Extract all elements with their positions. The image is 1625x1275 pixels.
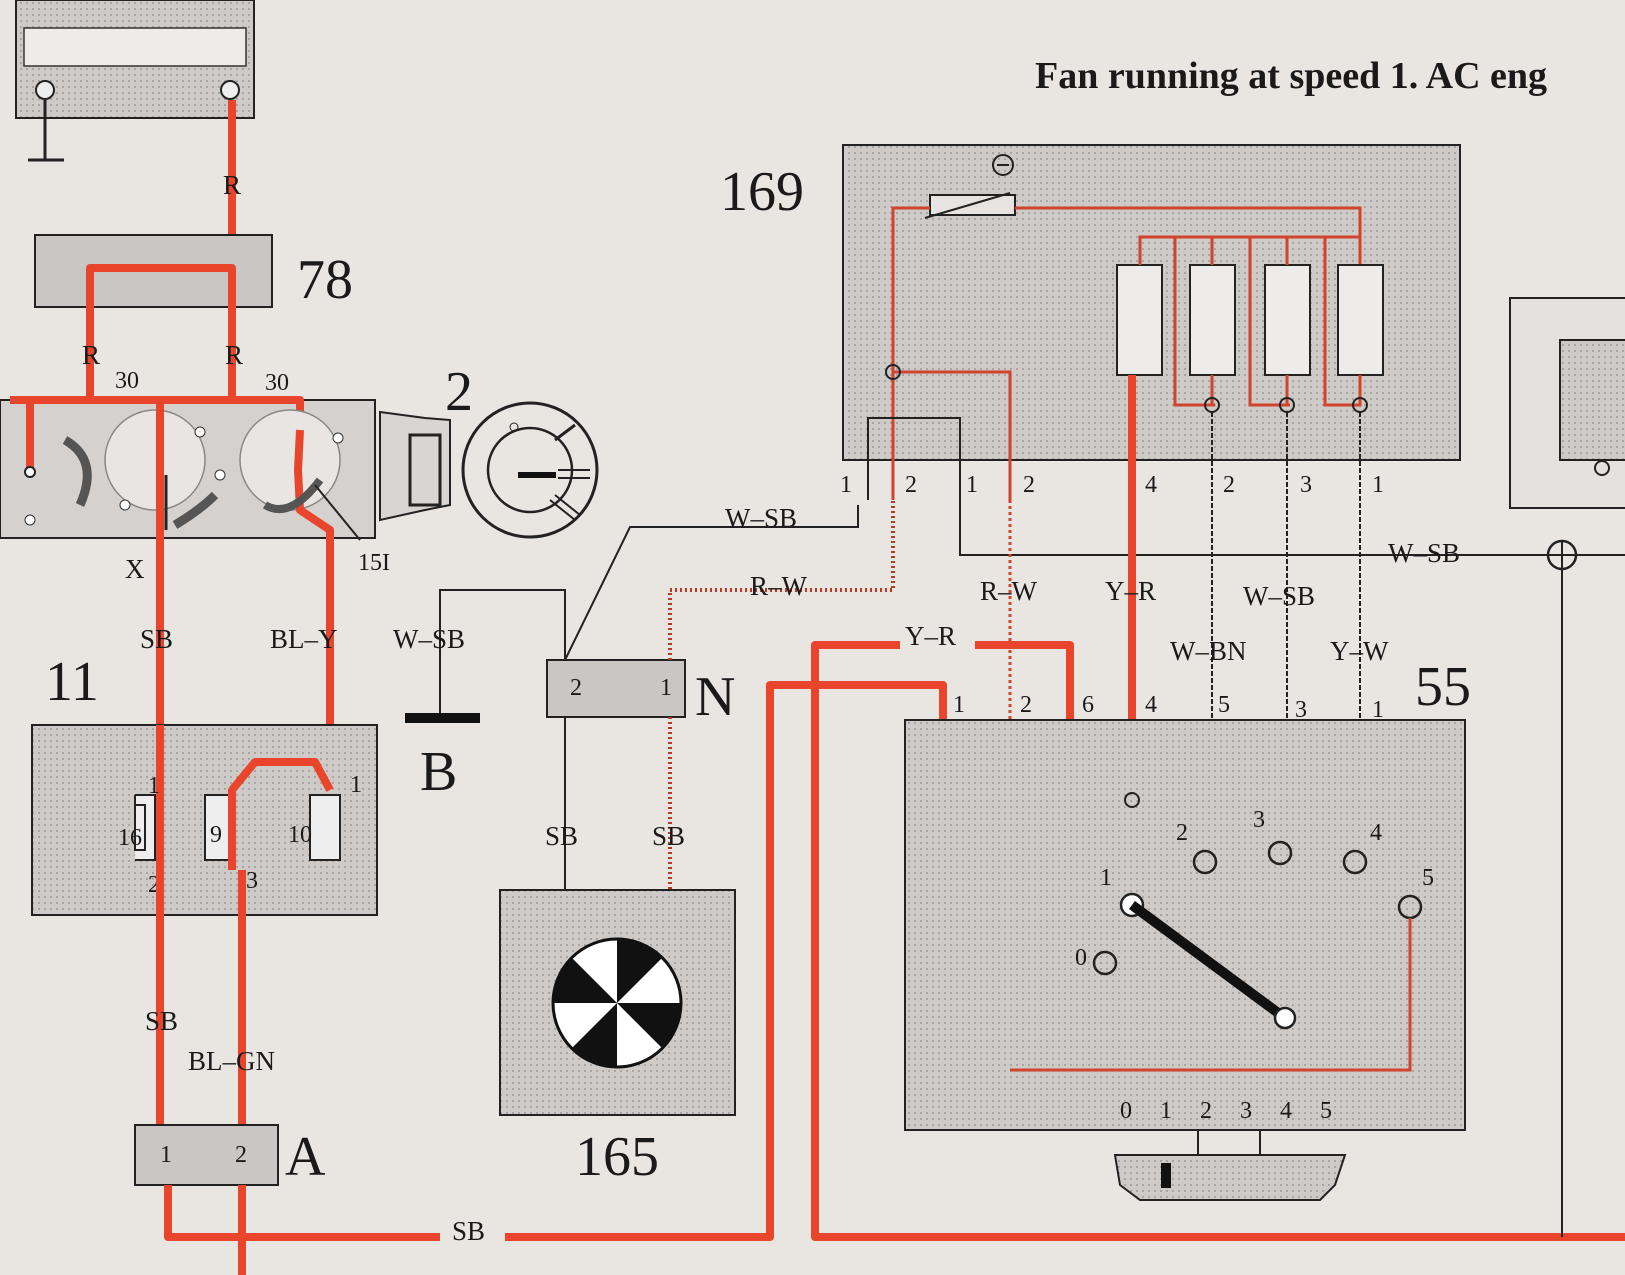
- label-bl-gn: BL–GN: [188, 1046, 275, 1076]
- pin-169-4: 4: [1145, 472, 1157, 498]
- scale-1: 1: [1160, 1098, 1172, 1124]
- label-wsb-169: W–SB: [1243, 581, 1315, 611]
- scale-3: 3: [1240, 1098, 1252, 1124]
- pin-11-16: 16: [118, 825, 142, 851]
- diagram-title: Fan running at speed 1. AC eng: [1035, 55, 1547, 97]
- connector-a: [134, 1124, 279, 1186]
- pos-55-3: 3: [1253, 807, 1265, 833]
- label-yw: Y–W: [1330, 636, 1389, 666]
- label-wsb-n: W–SB: [725, 503, 797, 533]
- switch-scale: 0 1 2 3 4 5: [1120, 1098, 1332, 1124]
- label-169: 169: [720, 161, 804, 223]
- label-wsb-b: W–SB: [393, 624, 465, 654]
- battery: [15, 0, 255, 162]
- pin-55-1b: 1: [1372, 697, 1384, 723]
- wire-78-bridge: [86, 264, 236, 400]
- connector-n: [546, 659, 686, 718]
- label-30-left: 30: [115, 368, 139, 394]
- pin-11-10: 10: [288, 822, 312, 848]
- label-sb-165a: SB: [545, 821, 578, 851]
- pin-55-1: 1: [953, 692, 965, 718]
- pin-n-2: 2: [570, 675, 582, 701]
- pin-11-9: 9: [210, 822, 222, 848]
- label-78: 78: [297, 249, 353, 311]
- pin-169-1a: 1: [840, 472, 852, 498]
- fan-switch-55: [904, 719, 1466, 1131]
- pos-55-2: 2: [1176, 820, 1188, 846]
- pin-55-6: 6: [1082, 692, 1094, 718]
- pos-55-5: 5: [1422, 865, 1434, 891]
- label-sb-x: SB: [140, 624, 173, 654]
- scale-0: 0: [1120, 1098, 1132, 1124]
- ignition-switch-2: [0, 396, 599, 545]
- wire-yr-55-return: [811, 641, 1625, 1241]
- pin-11-3: 3: [246, 868, 258, 894]
- label-yr-169: Y–R: [1105, 576, 1156, 606]
- pin-169-3: 3: [1300, 472, 1312, 498]
- pin-169-2c: 2: [1223, 472, 1235, 498]
- pin-11-1b: 1: [350, 772, 362, 798]
- pin-55-5: 5: [1218, 692, 1230, 718]
- pin-11-1: 1: [148, 773, 160, 799]
- ground-b: [405, 589, 566, 723]
- scale-2: 2: [1200, 1098, 1212, 1124]
- label-55: 55: [1415, 656, 1471, 718]
- label-2: 2: [445, 361, 473, 423]
- pin-55-4: 4: [1145, 692, 1157, 718]
- wire-wsb-n: [564, 505, 859, 661]
- label-rw-n: R–W: [750, 571, 808, 601]
- label-rw-55: R–W: [980, 576, 1038, 606]
- label-sb-165b: SB: [652, 821, 685, 851]
- label-n: N: [695, 666, 735, 728]
- fan-icon: [551, 937, 683, 1069]
- label-165: 165: [575, 1126, 659, 1188]
- label-wsb-right: W–SB: [1388, 538, 1460, 568]
- label-r-right: R: [225, 340, 243, 370]
- label-30-right: 30: [265, 370, 289, 396]
- label-x: X: [125, 554, 145, 584]
- label-r-top: R: [223, 170, 241, 200]
- pin-55-3: 3: [1295, 697, 1307, 723]
- scale-4: 4: [1280, 1098, 1292, 1124]
- fan-switch-55-internals: [1010, 792, 1423, 1072]
- label-b: B: [420, 741, 457, 803]
- scale-5: 5: [1320, 1098, 1332, 1124]
- switch-knob: [1113, 1130, 1347, 1201]
- pin-a-1: 1: [160, 1142, 172, 1168]
- label-bl-y: BL–Y: [270, 624, 338, 654]
- label-a: A: [285, 1126, 326, 1188]
- pos-55-1: 1: [1100, 865, 1112, 891]
- pin-a-2: 2: [235, 1142, 247, 1168]
- label-15i: 15I: [358, 550, 390, 576]
- pin-55-2: 2: [1020, 692, 1032, 718]
- label-sb-bottom: SB: [452, 1216, 485, 1246]
- pin-169-2a: 2: [905, 472, 917, 498]
- label-11: 11: [45, 651, 99, 713]
- label-r-left: R: [82, 340, 100, 370]
- pos-55-0: 0: [1075, 945, 1087, 971]
- label-wbn: W–BN: [1170, 636, 1247, 666]
- label-yr-55: Y–R: [905, 621, 956, 651]
- right-partial-component: [1480, 297, 1625, 1237]
- label-sb-lower: SB: [145, 1006, 178, 1036]
- pin-n-1: 1: [660, 675, 672, 701]
- pin-169-1b: 1: [966, 472, 978, 498]
- pin-169-1c: 1: [1372, 472, 1384, 498]
- pin-169-2b: 2: [1023, 472, 1035, 498]
- control-unit-169-internals: [867, 154, 1480, 556]
- pos-55-4: 4: [1370, 820, 1382, 846]
- relay-11-contacts: [134, 725, 341, 870]
- wire-rw-n: [668, 500, 895, 660]
